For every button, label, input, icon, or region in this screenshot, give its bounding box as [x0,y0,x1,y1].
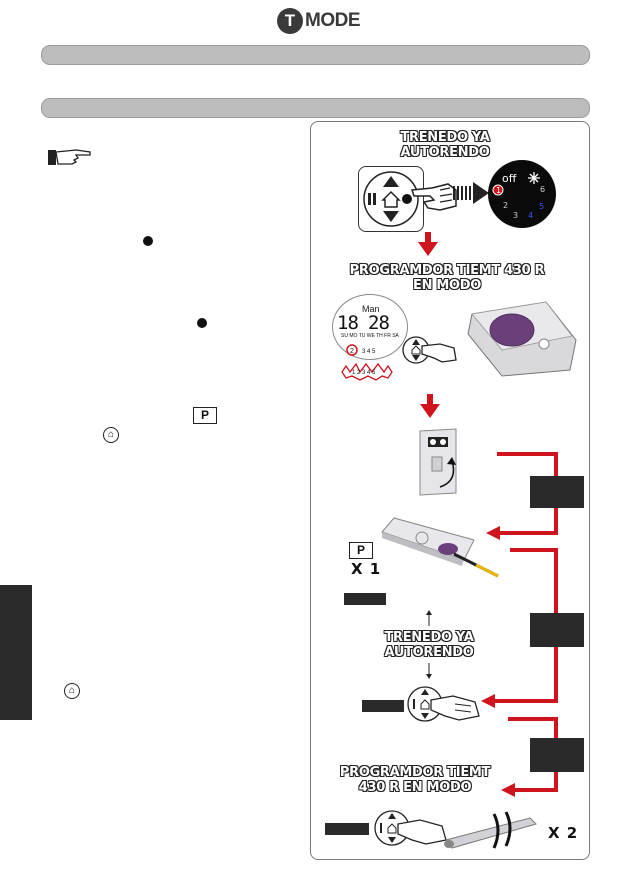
label-block-2 [362,700,404,712]
svg-text:2: 2 [503,201,508,210]
keypad-hand-bottom [372,808,456,848]
hand-pointer-icon [46,146,94,168]
red-arrow-left-3 [501,783,515,797]
title-bottom-line1: PROGRAMDOR TIEMT [339,765,491,780]
red-line-3a [508,717,558,721]
title-mid-line2: AUTORENDO [384,645,474,660]
label-block-3 [325,823,369,835]
red-arrow-left-2 [481,694,495,708]
wall-device [416,427,460,497]
side-tab [0,585,32,720]
svg-text:3: 3 [513,211,518,220]
label-block-1 [344,593,386,605]
lcd-day: Man [362,304,380,314]
title-prog-line1: PROGRAMDOR TIEMT 430 R [349,263,545,278]
home-icon-left-bottom: ⌂ [64,683,80,699]
section-bar-top [41,45,590,65]
title-prog-line2: EN MODO [412,278,482,293]
title-top-line2: AUTORENDO [400,145,490,160]
svg-text:6: 6 [540,185,545,194]
step-block-2 [530,613,584,647]
lcd-program-indicators: 2 3 4 5 1 2 3 4 5 [338,342,408,382]
arrow-right-icon [453,182,489,204]
svg-text:4: 4 [528,211,533,220]
red-line-1c [498,531,558,535]
keypad-hand-mid [405,684,489,724]
x1-label: X 1 [351,560,382,578]
step-block-3 [530,738,584,772]
remote-control [378,514,502,584]
dial-off-label: off [502,172,517,185]
svg-text:1 2 3 4 5: 1 2 3 4 5 [352,370,376,376]
svg-text:3 4 5: 3 4 5 [362,349,376,355]
home-icon-left: ⌂ [103,427,119,443]
p-key-left: P [193,407,217,424]
pressing-hand-icon [410,176,458,216]
instruction-panel [310,121,590,860]
title-top-line1: TRENEDO YA [400,130,490,145]
svg-text:5: 5 [539,202,544,211]
lcd-weekdays: SU MO TU WE TH FR SA [341,333,399,339]
mode-dial: 1 2 3 4 5 6 [488,160,556,228]
curved-arrow [436,455,462,491]
arrow-down-icon-2 [420,394,440,418]
lcd-hour: 18 [337,312,359,334]
svg-text:2: 2 [350,348,354,355]
lcd-minute: 28 [368,312,390,334]
bullet-1 [143,236,153,246]
logo-text: MODE [305,10,361,31]
logo-t-circle: T [277,8,303,34]
small-arrow-down [426,663,432,679]
step-block-1 [530,476,584,508]
lcd-display [332,294,408,360]
section-bar-second [41,98,590,118]
battery-tube [440,810,544,852]
thermostat-device [466,300,578,378]
keypad-hand-small [400,330,460,370]
title-mid-line1: TRENEDO YA [384,630,474,645]
red-line-3c [514,788,558,792]
red-line-2a [510,548,558,552]
p-key-panel: P [349,542,373,559]
title-bottom-line2: 430 R EN MODO [358,780,472,795]
small-arrow-up [426,610,432,626]
svg-text:1: 1 [496,186,501,195]
red-line-1a [497,452,557,456]
tmode-logo: T MODE [277,8,361,34]
keypad-illustration [358,166,424,232]
bullet-2 [197,318,207,328]
x2-label: X 2 [548,824,579,842]
red-line-2c [494,699,558,703]
arrow-down-icon [418,232,438,256]
red-arrow-left-1 [486,526,500,540]
